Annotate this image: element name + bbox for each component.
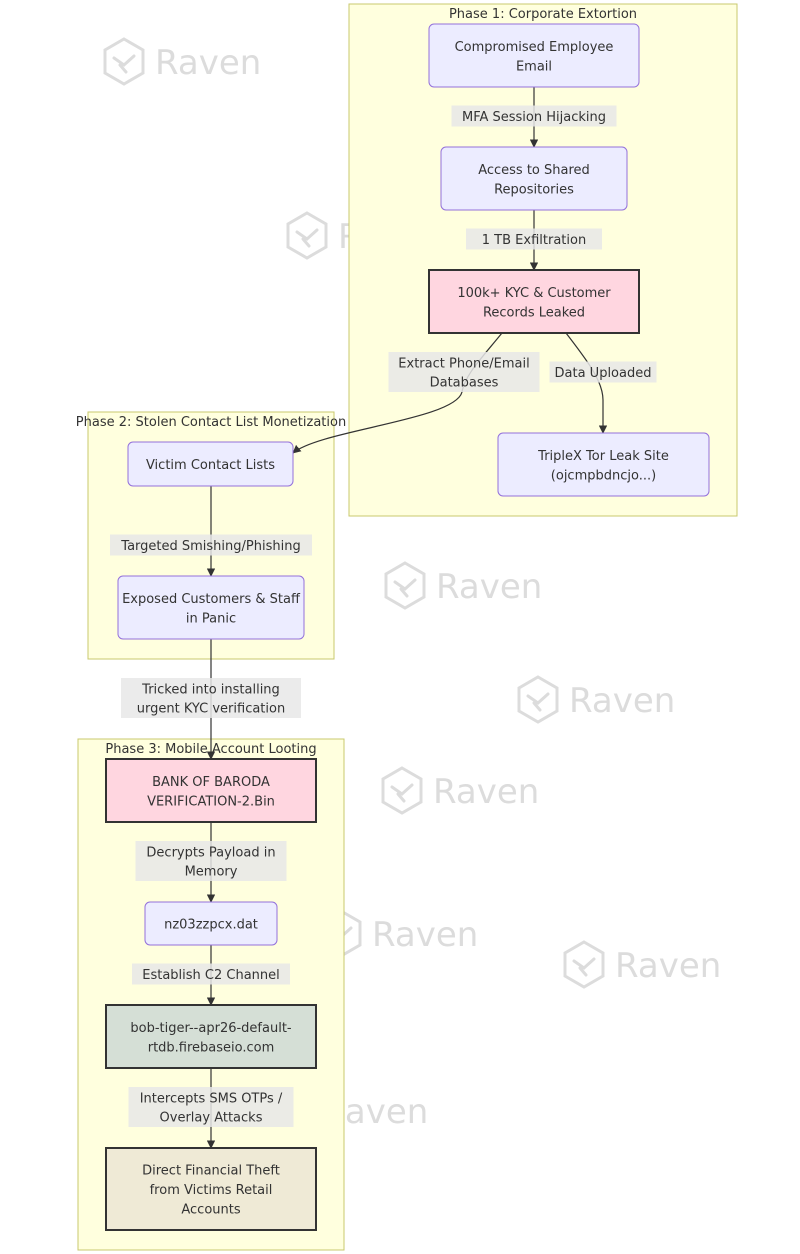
node-label-line: Records Leaked [483,305,585,320]
edge-label-bg [121,678,301,718]
node-box [440,146,628,211]
node-label-line: bob-tiger--apr26-default- [130,1021,292,1036]
watermark-text: Raven [615,946,721,986]
edge-label-line: Overlay Attacks [160,1111,263,1126]
edge-label-line: Tricked into installing [141,683,280,698]
cluster-box [348,3,738,517]
node-c2: bob-tiger--apr26-default-rtdb.firebaseio… [105,1004,317,1069]
edge-label-line: Establish C2 Channel [142,968,280,983]
raven-logo-icon [563,940,605,989]
node-box [428,269,640,334]
node-label-line: in Panic [186,611,236,626]
edge-label-bg [388,352,540,392]
node-label-line: Accounts [181,1203,240,1218]
node-label-line: TripleX Tor Leak Site [537,449,669,464]
edge-label-bg [128,1087,294,1127]
node-box [497,432,710,497]
node-label-line: rtdb.firebaseio.com [148,1040,275,1055]
node-label-line: Email [516,59,552,74]
edge-label: Data Uploaded [549,361,657,383]
edge-label-line: Intercepts SMS OTPs / [140,1092,283,1107]
watermark-text: Raven [436,567,542,607]
edge-label: 1 TB Exfiltration [466,228,602,250]
edge-label: MFA Session Hijacking [451,105,617,127]
raven-logo-icon [103,37,145,86]
node-box [117,575,305,640]
edge-label-line: Memory [185,865,238,880]
node-label-line: 100k+ KYC & Customer [457,286,611,301]
node-theft: Direct Financial Theft from Victims Retai… [105,1147,317,1231]
node-label-line: Repositories [494,182,574,197]
edge-label-line: urgent KYC verification [137,702,285,717]
raven-logo-icon [384,561,426,610]
edge-label-bg [110,534,312,556]
edge-label-line: Extract Phone/Email [398,357,529,372]
watermark-text: Raven [433,772,539,812]
edge-label-line: MFA Session Hijacking [462,110,606,125]
node-box [105,1004,317,1069]
node-panic: Exposed Customers & Staff in Panic [117,575,305,640]
node-label-line: Compromised Employee [455,40,614,55]
cluster-title: Phase 1: Corporate Extortion [449,7,637,22]
node-label-line: VERIFICATION-2.Bin [147,794,275,809]
edge-label-bg [451,105,617,127]
watermark: Raven [320,909,478,958]
node-box [105,758,317,823]
edge-label-bg [466,228,602,250]
edge-label: Targeted Smishing/Phishing [110,534,312,556]
node-label-line: Direct Financial Theft [142,1164,280,1179]
edge-label-bg [549,361,657,383]
edge-label-line: Targeted Smishing/Phishing [120,539,300,554]
node-box [105,1147,317,1231]
edge-label: Intercepts SMS OTPs / Overlay Attacks [128,1087,294,1127]
watermark: Raven [381,766,539,815]
edge-label-line: Data Uploaded [555,366,652,381]
node-apk: BANK OF BARODA VERIFICATION-2.Bin [105,758,317,823]
node-label-line: (ojcmpbdncjo...) [551,468,656,483]
watermark-text: Raven [372,915,478,955]
watermark: Raven [563,940,721,989]
watermark: Raven [384,561,542,610]
edge-label: Decrypts Payload in Memory [135,841,287,881]
node-label-line: Exposed Customers & Staff [122,592,301,607]
node-box [127,441,294,487]
edge-label-line: 1 TB Exfiltration [482,233,586,248]
watermark: Raven [517,675,675,724]
node-label-line: nz03zzpcx.dat [164,918,258,933]
watermark-text: Raven [155,43,261,83]
watermark: Raven [103,37,261,86]
edge-label-bg [132,963,290,985]
edge-label-line: Decrypts Payload in [146,846,275,861]
node-box [428,23,640,88]
node-label-line: Access to Shared [478,163,590,178]
watermark-text: Raven [569,681,675,721]
node-tor: TripleX Tor Leak Site (ojcmpbdncjo...) [497,432,710,497]
node-box [144,901,278,946]
node-label-line: Victim Contact Lists [146,458,275,473]
node-dat: nz03zzpcx.dat [144,901,278,946]
cluster-phase1: Phase 1: Corporate Extortion [348,3,738,517]
node-label-line: BANK OF BARODA [152,775,270,790]
raven-logo-icon [381,766,423,815]
edge-label-line: Databases [430,376,499,391]
edge-label-bg [135,841,287,881]
node-label-line: from Victims Retail [150,1183,273,1198]
node-contacts: Victim Contact Lists [127,441,294,487]
raven-logo-icon [286,211,328,260]
raven-logo-icon [517,675,559,724]
cluster-title: Phase 2: Stolen Contact List Monetizatio… [76,415,346,430]
edge-label: Tricked into installing urgent KYC verifi… [121,678,301,718]
edge-label: Establish C2 Channel [132,963,290,985]
